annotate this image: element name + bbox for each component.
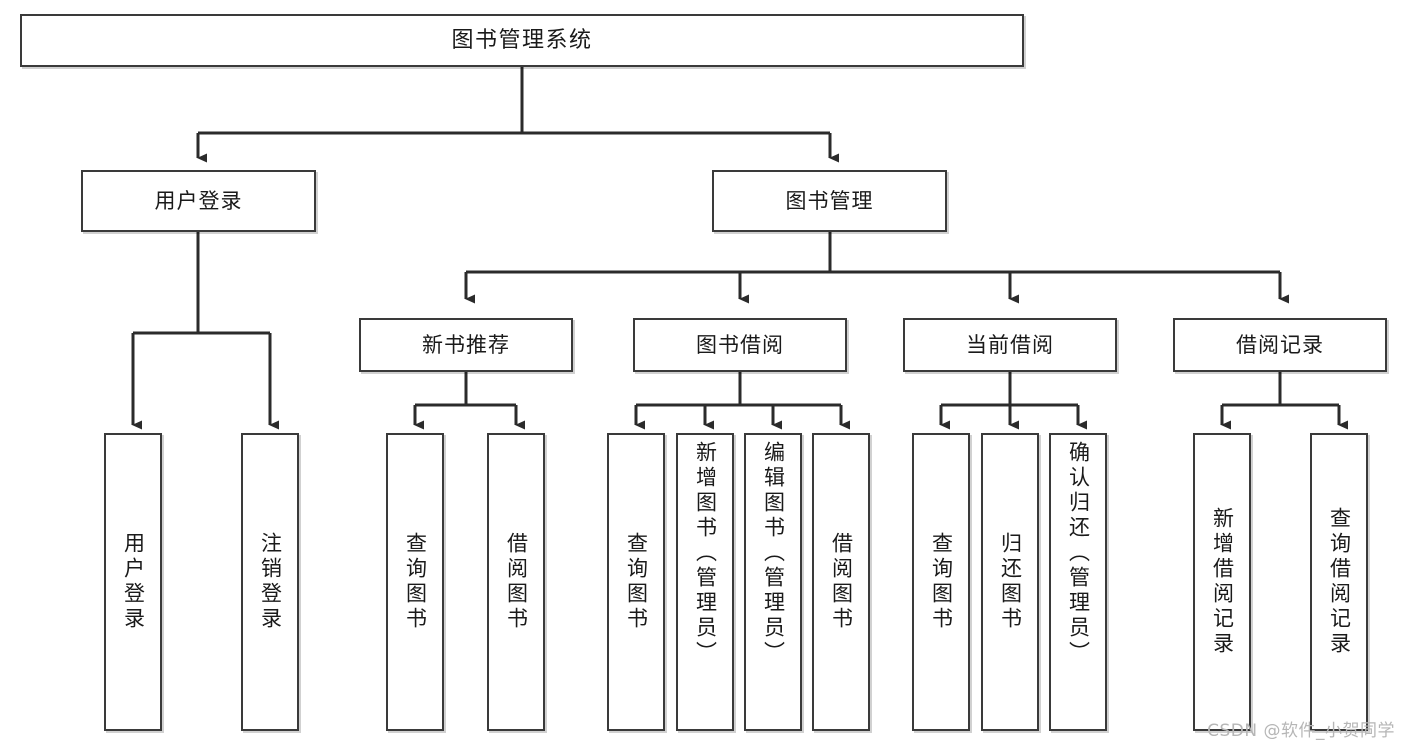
- node-label: 用户登录: [121, 532, 146, 632]
- node-book-borrow[interactable]: 图书借阅: [633, 318, 847, 372]
- node-new-book-recommend[interactable]: 新书推荐: [359, 318, 573, 372]
- leaf-borrow-query-book[interactable]: 查询图书: [607, 433, 665, 731]
- node-label: 借阅记录: [1236, 332, 1324, 357]
- node-root-library-system[interactable]: 图书管理系统: [20, 14, 1024, 67]
- node-label: 归还图书: [998, 532, 1023, 632]
- csdn-watermark: CSDN @软件_小贺同学: [1207, 721, 1395, 741]
- node-current-borrow[interactable]: 当前借阅: [903, 318, 1117, 372]
- node-label: 图书管理系统: [451, 27, 593, 53]
- node-label: 注销登录: [258, 532, 283, 632]
- leaf-new-book-query[interactable]: 查询图书: [386, 433, 444, 731]
- leaf-return-book[interactable]: 归还图书: [981, 433, 1039, 731]
- leaf-query-borrow-record[interactable]: 查询借阅记录: [1310, 433, 1368, 731]
- node-label: 当前借阅: [966, 332, 1054, 357]
- node-borrow-record[interactable]: 借阅记录: [1173, 318, 1387, 372]
- node-label: 查询图书: [929, 532, 954, 632]
- node-label: 图书借阅: [696, 332, 784, 357]
- leaf-new-book-borrow[interactable]: 借阅图书: [487, 433, 545, 731]
- node-label: 借阅图书: [504, 532, 529, 632]
- leaf-logout[interactable]: 注销登录: [241, 433, 299, 731]
- node-label: 新增图书（管理员）: [693, 441, 718, 666]
- node-book-management[interactable]: 图书管理: [712, 170, 947, 232]
- leaf-borrow-book[interactable]: 借阅图书: [812, 433, 870, 731]
- leaf-user-login[interactable]: 用户登录: [104, 433, 162, 731]
- node-label: 查询图书: [403, 532, 428, 632]
- node-label: 查询借阅记录: [1327, 507, 1352, 657]
- node-label: 新书推荐: [422, 332, 510, 357]
- leaf-confirm-return-admin[interactable]: 确认归还（管理员）: [1049, 433, 1107, 731]
- node-label: 确认归还（管理员）: [1066, 441, 1091, 666]
- node-label: 查询图书: [624, 532, 649, 632]
- node-label: 图书管理: [785, 188, 874, 213]
- leaf-edit-book-admin[interactable]: 编辑图书（管理员）: [744, 433, 802, 731]
- node-label: 用户登录: [154, 188, 243, 213]
- node-label: 编辑图书（管理员）: [761, 441, 786, 666]
- node-label: 借阅图书: [829, 532, 854, 632]
- node-label: 新增借阅记录: [1210, 507, 1235, 657]
- node-user-login[interactable]: 用户登录: [81, 170, 316, 232]
- leaf-add-book-admin[interactable]: 新增图书（管理员）: [676, 433, 734, 731]
- leaf-current-query-book[interactable]: 查询图书: [912, 433, 970, 731]
- leaf-add-borrow-record[interactable]: 新增借阅记录: [1193, 433, 1251, 731]
